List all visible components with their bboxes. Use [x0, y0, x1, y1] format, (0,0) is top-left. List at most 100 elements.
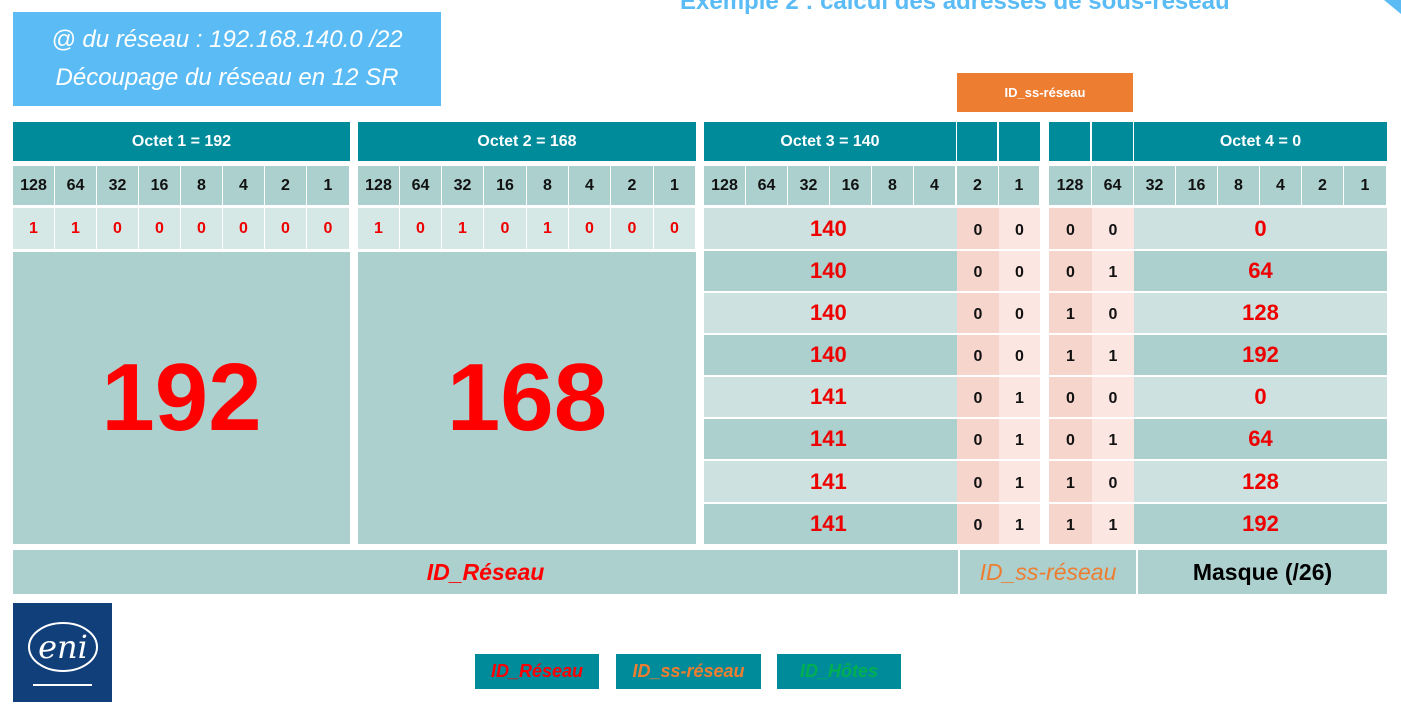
octet3-value: 140: [704, 293, 957, 333]
octet1-bit: 0: [181, 208, 223, 249]
octet4-weight: 64: [1092, 166, 1134, 205]
octet3-value: 141: [704, 419, 957, 459]
octet1-bit: 0: [139, 208, 181, 249]
eni-logo: eni: [13, 603, 112, 702]
octet2-bit: 0: [611, 208, 654, 249]
octet3-weight: 1: [999, 166, 1040, 205]
octet1-weight: 32: [97, 166, 139, 205]
eni-logo-icon: eni: [28, 622, 98, 686]
legend-id-reseau: ID_Réseau: [475, 654, 599, 689]
subnet-bit: 1: [1092, 419, 1134, 459]
octet1-bit: 0: [265, 208, 307, 249]
octet3-header: Octet 3 = 140: [704, 122, 956, 161]
octet2-weight: 8: [527, 166, 569, 205]
octet2-bit: 0: [484, 208, 527, 249]
octet3-value: 140: [704, 335, 957, 375]
octet4-weight: 1: [1344, 166, 1387, 205]
subnet-bit: 0: [957, 461, 999, 502]
octet2-weight: 128: [358, 166, 400, 205]
octet4-subnet-header-bit128: [1049, 122, 1090, 161]
octet4-weight: 128: [1049, 166, 1092, 205]
octet1-bit: 1: [55, 208, 97, 249]
octet3-weight: 64: [746, 166, 788, 205]
subnet-bit: 0: [957, 251, 999, 291]
subnet-bit: 0: [1049, 208, 1092, 249]
octet2-bit: 0: [654, 208, 696, 249]
subnet-bit: 0: [957, 377, 999, 417]
octet2-weight: 16: [484, 166, 527, 205]
octet4-value: 64: [1134, 251, 1387, 291]
octet3-weight: 4: [914, 166, 956, 205]
octet2-weight: 64: [400, 166, 442, 205]
subnet-bit: 0: [999, 335, 1040, 375]
octet1-bit: 1: [13, 208, 55, 249]
octet3-value: 140: [704, 251, 957, 291]
id-ss-reseau-tag: ID_ss-réseau: [957, 73, 1133, 112]
id-ss-reseau-label: ID_ss-réseau: [960, 550, 1136, 594]
octet1-weight: 8: [181, 166, 223, 205]
octet3-weight: 8: [872, 166, 914, 205]
subnet-bit: 0: [957, 504, 999, 544]
octet2-bit: 1: [442, 208, 484, 249]
octet3-weight: 16: [830, 166, 872, 205]
id-reseau-label: ID_Réseau: [13, 550, 958, 594]
octet3-value: 140: [704, 208, 957, 249]
octet2-weight: 2: [611, 166, 654, 205]
octet3-subnet-header-bit2: [957, 122, 997, 161]
subnet-bit: 1: [1092, 251, 1134, 291]
octet2-weight: 1: [654, 166, 696, 205]
subnet-bit: 1: [1049, 504, 1092, 544]
octet3-subnet-header-bit1: [999, 122, 1040, 161]
octet2-weight: 4: [569, 166, 611, 205]
octet1-big-value: 192: [13, 252, 350, 544]
legend-id-ss-reseau: ID_ss-réseau: [616, 654, 761, 689]
subnet-bit: 1: [1049, 335, 1092, 375]
subnet-bit: 1: [1049, 461, 1092, 502]
subnet-bit: 1: [1049, 293, 1092, 333]
network-address-text: @ du réseau : 192.168.140.0 /22: [51, 26, 403, 53]
octet1-weight: 1: [307, 166, 350, 205]
octet4-value: 0: [1134, 377, 1387, 417]
octet2-bit: 0: [569, 208, 611, 249]
subnet-bit: 0: [999, 251, 1040, 291]
subnet-bit: 0: [1092, 293, 1134, 333]
octet1-header: Octet 1 = 192: [13, 122, 350, 161]
octet1-bit: 0: [97, 208, 139, 249]
subnet-bit: 1: [999, 504, 1040, 544]
octet2-weight: 32: [442, 166, 484, 205]
octet3-weight: 2: [957, 166, 999, 205]
octet4-weight: 2: [1302, 166, 1344, 205]
legend-id-hotes: ID_Hôtes: [777, 654, 901, 689]
octet1-bit: 0: [223, 208, 265, 249]
subnet-bit: 1: [1092, 335, 1134, 375]
octet1-weight: 16: [139, 166, 181, 205]
octet4-weight: 4: [1260, 166, 1302, 205]
masque-label: Masque (/26): [1138, 550, 1387, 594]
network-info-box: @ du réseau : 192.168.140.0 /22 Découpag…: [13, 12, 441, 106]
subnet-bit: 0: [999, 208, 1040, 249]
subnet-bit: 0: [957, 335, 999, 375]
octet1-weight: 2: [265, 166, 307, 205]
octet1-weight: 4: [223, 166, 265, 205]
subnet-bit: 0: [1092, 461, 1134, 502]
subnet-bit: 1: [999, 419, 1040, 459]
octet1-bit: 0: [307, 208, 350, 249]
octet2-header: Octet 2 = 168: [358, 122, 696, 161]
octet3-value: 141: [704, 377, 957, 417]
octet2-bit: 1: [527, 208, 569, 249]
octet4-weight: 32: [1134, 166, 1176, 205]
subnet-bit: 0: [957, 419, 999, 459]
octet4-value: 192: [1134, 504, 1387, 544]
subnet-split-text: Découpage du réseau en 12 SR: [55, 64, 399, 91]
subnet-bit: 1: [1092, 504, 1134, 544]
octet4-weight: 16: [1176, 166, 1218, 205]
octet3-value: 141: [704, 504, 957, 544]
octet4-header: Octet 4 = 0: [1134, 122, 1387, 161]
octet4-value: 192: [1134, 335, 1387, 375]
subnet-bit: 1: [999, 461, 1040, 502]
page-title: Exemple 2 : calcul des adresses de sous-…: [680, 0, 1230, 15]
subnet-bit: 0: [1049, 377, 1092, 417]
octet2-bit: 1: [358, 208, 400, 249]
subnet-bit: 0: [1092, 208, 1134, 249]
octet1-weight: 128: [13, 166, 55, 205]
